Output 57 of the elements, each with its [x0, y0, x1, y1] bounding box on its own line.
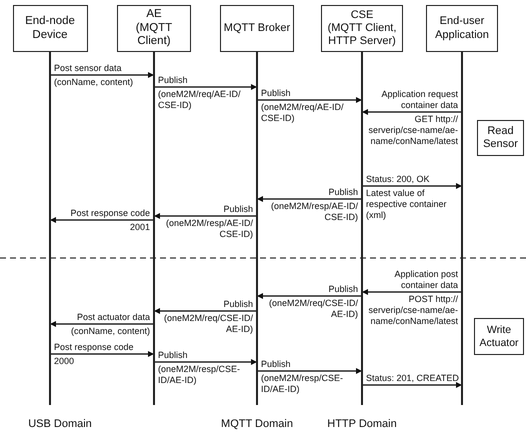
edge-label: Publish [327, 284, 358, 295]
message-parameter: (oneM2M/req/AE-ID/ CSE-ID) [261, 102, 345, 124]
message-parameter: 2000 [54, 356, 76, 367]
message-arrow [154, 308, 257, 314]
message-parameter: (oneM2M/resp/AE-ID/ CSE-ID) [164, 218, 253, 240]
phase-box: Write Actuator [474, 318, 524, 355]
edge-label: Application request container data [380, 89, 458, 111]
message-arrow [50, 72, 154, 78]
edge-label: Post actuator data [76, 312, 150, 323]
message-arrow [362, 183, 462, 189]
edge-label: Post response code [69, 208, 150, 219]
edge-label: Publish [327, 187, 358, 198]
message-arrow [154, 84, 257, 90]
domain-label: MQTT Domain [220, 418, 294, 430]
message-parameter: (oneM2M/req/CSE-ID/ AE-ID) [268, 298, 358, 320]
participant-box: CSE (MQTT Client, HTTP Server) [321, 5, 403, 52]
edge-label: Publish [222, 299, 253, 310]
message-parameter: (oneM2M/resp/CSE-ID/AE-ID) [158, 364, 242, 386]
message-arrow [50, 351, 154, 357]
edge-label: Publish [222, 204, 253, 215]
participant-box: End-node Device [12, 5, 88, 52]
phase-box: Read Sensor [477, 120, 524, 156]
edge-label: Application post container data [393, 269, 458, 291]
message-parameter: 2001 [128, 222, 150, 233]
edge-label: Post response code [54, 342, 135, 353]
message-parameter: (oneM2M/resp/AE-ID/ CSE-ID) [270, 201, 358, 223]
edge-label: Status: 200, OK [366, 174, 431, 185]
message-arrow [50, 321, 154, 327]
participant-box: MQTT Broker [220, 5, 294, 52]
message-arrow [154, 359, 257, 365]
edge-label: Publish [158, 75, 189, 86]
message-parameter: (oneM2M/req/CSE-ID/ AE-ID) [162, 313, 253, 335]
message-arrow [257, 97, 362, 103]
message-parameter: Latest value of respective container (xml) [366, 188, 448, 220]
message-arrow [362, 382, 462, 388]
message-arrow [362, 109, 462, 115]
edge-label: Publish [261, 88, 292, 99]
message-parameter: (conName, content) [54, 77, 134, 88]
edge-label: Publish [158, 350, 189, 361]
participant-box: End-user Application [426, 5, 498, 52]
edge-label: Post sensor data [54, 63, 123, 74]
participant-box: AE (MQTT Client) [117, 5, 191, 52]
message-parameter: GET http:// serverip/cse-name/ae-name/conName/latest [367, 114, 458, 146]
message-parameter: POST http:// serverip/cse-name/ae-name/conName/latest [367, 294, 458, 326]
message-arrow [257, 293, 362, 299]
message-arrow [154, 213, 257, 219]
message-parameter: (oneM2M/req/AE-ID/ CSE-ID) [158, 89, 242, 111]
message-arrow [257, 368, 362, 374]
edge-label: Publish [261, 359, 292, 370]
message-arrow [257, 196, 362, 202]
edge-label: Status: 201, CREATED [366, 373, 460, 384]
domain-label: HTTP Domain [326, 418, 398, 430]
message-arrow [362, 289, 462, 295]
message-parameter: (conName, content) [70, 326, 150, 337]
message-parameter: (oneM2M/resp/CSE-ID/AE-ID) [261, 373, 344, 395]
domain-label: USB Domain [27, 418, 93, 430]
message-arrow [50, 217, 154, 223]
